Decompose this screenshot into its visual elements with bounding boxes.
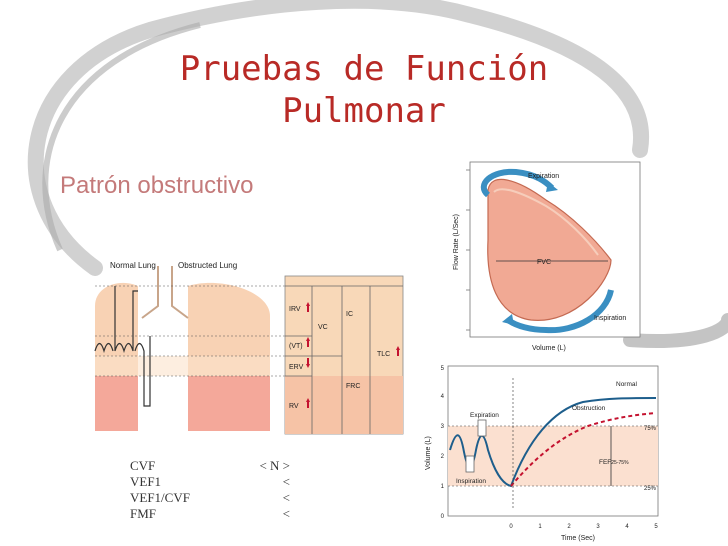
spiro-expiration-label: Expiration bbox=[470, 412, 499, 419]
x-tick-5: 5 bbox=[654, 524, 658, 530]
pft-row-vef1: VEF1 < bbox=[130, 474, 290, 490]
obstruction-label: Obstruction bbox=[572, 405, 606, 412]
obstructed-lung-label: Obstructed Lung bbox=[178, 261, 237, 270]
pft-value: < bbox=[282, 506, 290, 521]
x-tick-2: 2 bbox=[567, 524, 571, 530]
spiro-inspiration-label: Inspiration bbox=[456, 478, 486, 485]
expiration-arrow bbox=[480, 168, 555, 198]
normal-lung-label: Normal Lung bbox=[110, 261, 156, 270]
pft-value: < N > bbox=[259, 458, 290, 473]
x-tick-1: 1 bbox=[538, 524, 542, 530]
title-line-2: Pulmonar bbox=[282, 91, 446, 131]
pft-row-vef1-cvf: VEF1/CVF < bbox=[130, 490, 290, 506]
pft-summary: CVF < N > VEF1 < VEF1/CVF < FMF < bbox=[130, 458, 290, 522]
pct-25-label: 25% bbox=[644, 486, 657, 492]
fef-label: FEF25-75% bbox=[599, 459, 629, 466]
spiro-y-label: Volume (L) bbox=[425, 436, 432, 470]
x-tick-4: 4 bbox=[625, 524, 629, 530]
expiration-marker bbox=[477, 419, 487, 437]
fvc-label: FVC bbox=[537, 259, 551, 266]
flow-x-label: Volume (L) bbox=[532, 345, 566, 352]
normal-label: Normal bbox=[616, 381, 638, 388]
spirometry-chart: Volume (L) 0 1 2 3 4 5 0 1 2 3 4 5 Time … bbox=[425, 365, 659, 542]
y-tick-2: 2 bbox=[441, 454, 445, 460]
obstructed-tracing bbox=[94, 336, 151, 407]
ic-label: IC bbox=[346, 311, 353, 318]
spiro-x-label: Time (Sec) bbox=[561, 535, 595, 542]
y-tick-3: 3 bbox=[441, 424, 445, 430]
flow-volume-loop: Flow Rate (L/Sec) FVC Expiration Inspira… bbox=[453, 161, 641, 352]
pft-row-fmf: FMF < bbox=[130, 506, 290, 522]
pct-75-label: 75% bbox=[644, 426, 657, 432]
flow-inspiration-label: Inspiration bbox=[594, 315, 626, 322]
inspiration-arrow bbox=[506, 289, 614, 334]
erv-label: ERV bbox=[289, 364, 304, 371]
pft-value: < bbox=[282, 490, 290, 505]
normal-curve bbox=[449, 397, 657, 488]
x-tick-3: 3 bbox=[596, 524, 600, 530]
obstruction-curve bbox=[510, 412, 657, 487]
change-arrows bbox=[306, 302, 400, 408]
pft-row-cvf: CVF < N > bbox=[130, 458, 290, 474]
frc-label: FRC bbox=[346, 383, 360, 390]
flow-y-label: Flow Rate (L/Sec) bbox=[453, 214, 460, 270]
slide-subtitle: Patrón obstructivo bbox=[60, 172, 254, 199]
pft-label: FMF bbox=[130, 506, 157, 521]
normal-tracing bbox=[114, 286, 138, 354]
inspiration-marker bbox=[465, 455, 475, 473]
y-tick-4: 4 bbox=[441, 394, 445, 400]
vt-label: (VT) bbox=[289, 343, 303, 350]
pft-label: CVF bbox=[130, 458, 156, 473]
pft-label: VEF1/CVF bbox=[130, 490, 190, 505]
slide-title: Pruebas de Función Pulmonar bbox=[0, 48, 728, 132]
flow-loop-shape bbox=[487, 178, 612, 321]
title-line-1: Pruebas de Función bbox=[179, 49, 549, 89]
x-tick-0: 0 bbox=[509, 524, 513, 530]
lung-volume-diagram: Normal Lung Obstructed Lung IRV (VT) ERV… bbox=[94, 261, 404, 435]
pft-label: VEF1 bbox=[130, 474, 162, 489]
y-tick-1: 1 bbox=[441, 484, 445, 490]
y-tick-5: 5 bbox=[441, 366, 445, 372]
vc-label: VC bbox=[318, 324, 328, 331]
tlc-label: TLC bbox=[377, 351, 390, 358]
irv-label: IRV bbox=[289, 306, 301, 313]
y-tick-0: 0 bbox=[441, 514, 445, 520]
pft-value: < bbox=[282, 474, 290, 489]
flow-expiration-label: Expiration bbox=[528, 173, 559, 180]
rv-label: RV bbox=[289, 403, 299, 410]
